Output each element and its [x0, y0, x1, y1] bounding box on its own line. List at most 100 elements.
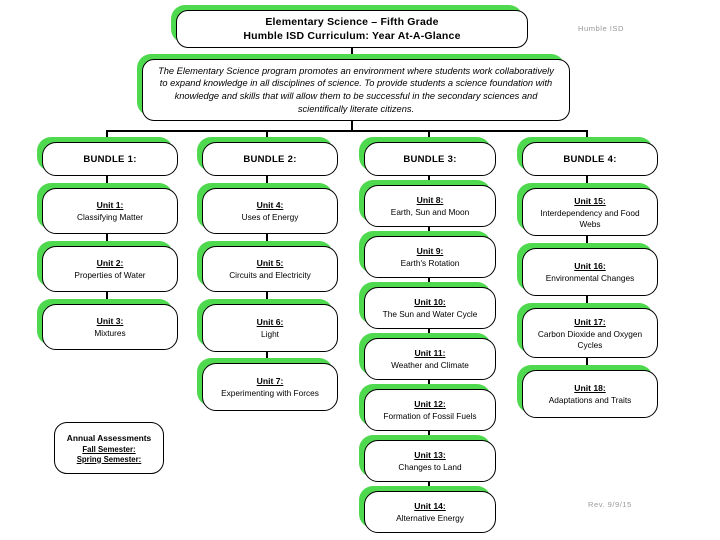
unit-2-face: Unit 2: Properties of Water [42, 246, 178, 292]
unit-4-title: Uses of Energy [241, 212, 299, 222]
bundle-header-2[interactable]: BUNDLE 2: [197, 137, 338, 176]
unit-16-face: Unit 16: Environmental Changes [522, 248, 658, 296]
unit-17-face: Unit 17: Carbon Dioxide and Oxygen Cycle… [522, 308, 658, 358]
annual-assessments-title: Annual Assessments [66, 432, 152, 443]
unit-6-number: Unit 6: [256, 317, 284, 327]
unit-box-9[interactable]: Unit 9: Earth's Rotation [359, 231, 496, 278]
unit-box-11[interactable]: Unit 11: Weather and Climate [359, 333, 496, 380]
unit-10-number: Unit 10: [414, 297, 446, 307]
unit-16-number: Unit 16: [574, 261, 606, 271]
bundle-header-1[interactable]: BUNDLE 1: [37, 137, 178, 176]
unit-10-title: The Sun and Water Cycle [382, 309, 478, 319]
unit-box-4[interactable]: Unit 4: Uses of Energy [197, 183, 338, 234]
connector-unit4-unit5 [266, 234, 268, 246]
program-description-text: The Elementary Science program promotes … [158, 65, 554, 114]
connector-branch-to-bundle-2 [266, 130, 268, 142]
unit-14-face: Unit 14: Alternative Energy [364, 491, 496, 533]
connector-branch-to-bundle-3 [428, 130, 430, 142]
unit-box-13[interactable]: Unit 13: Changes to Land [359, 435, 496, 482]
unit-3-face: Unit 3: Mixtures [42, 304, 178, 350]
page-title-line-1: Elementary Science – Fifth Grade [265, 16, 439, 28]
bundle-1-label: BUNDLE 1: [83, 153, 137, 165]
unit-box-7[interactable]: Unit 7: Experimenting with Forces [197, 358, 338, 411]
title-box-face: Elementary Science – Fifth Grade Humble … [176, 10, 528, 48]
unit-6-title: Light [261, 329, 279, 339]
bundle-2-face: BUNDLE 2: [202, 142, 338, 176]
page-title-line-2: Humble ISD Curriculum: Year At-A-Glance [243, 30, 461, 42]
connector-unit5-unit6 [266, 292, 268, 304]
branch-horizontal-bar [106, 130, 587, 132]
unit-15-number: Unit 15: [574, 195, 606, 206]
unit-7-title: Experimenting with Forces [221, 388, 319, 398]
unit-box-17[interactable]: Unit 17: Carbon Dioxide and Oxygen Cycle… [517, 303, 658, 358]
unit-4-face: Unit 4: Uses of Energy [202, 188, 338, 234]
unit-17-number: Unit 17: [574, 316, 606, 327]
unit-box-12[interactable]: Unit 12: Formation of Fossil Fuels [359, 384, 496, 431]
unit-13-title: Changes to Land [398, 462, 462, 472]
unit-1-number: Unit 1: [96, 200, 124, 210]
unit-2-number: Unit 2: [96, 258, 124, 268]
unit-8-face: Unit 8: Earth, Sun and Moon [364, 185, 496, 227]
unit-17-title: Carbon Dioxide and Oxygen Cycles [537, 328, 643, 350]
unit-14-title: Alternative Energy [396, 513, 464, 523]
unit-5-face: Unit 5: Circuits and Electricity [202, 246, 338, 292]
unit-box-5[interactable]: Unit 5: Circuits and Electricity [197, 241, 338, 292]
connector-unit17-unit18 [586, 358, 588, 370]
unit-box-3[interactable]: Unit 3: Mixtures [37, 299, 178, 350]
unit-14-number: Unit 14: [414, 501, 446, 511]
bundle-header-3[interactable]: BUNDLE 3: [359, 137, 496, 176]
unit-18-face: Unit 18: Adaptations and Traits [522, 370, 658, 418]
unit-18-title: Adaptations and Traits [548, 395, 632, 405]
unit-15-title: Interdependency and Food Webs [540, 207, 640, 229]
connector-unit6-unit7 [266, 352, 268, 363]
fall-semester-label: Fall Semester: [82, 444, 136, 454]
program-description-box: The Elementary Science program promotes … [137, 54, 570, 121]
unit-1-title: Classifying Matter [77, 212, 143, 222]
connector-unit2-unit3 [106, 292, 108, 304]
footer-revision-note: Rev. 9/9/15 [588, 500, 632, 509]
annual-assessments-face: Annual Assessments Fall Semester: Spring… [54, 422, 164, 474]
unit-13-number: Unit 13: [414, 450, 446, 460]
unit-12-number: Unit 12: [414, 399, 446, 409]
bundle-4-label: BUNDLE 4: [563, 153, 617, 165]
annual-assessments-box[interactable]: Annual Assessments Fall Semester: Spring… [54, 422, 164, 474]
connector-bundle4-unit15 [586, 176, 588, 188]
unit-box-15[interactable]: Unit 15: Interdependency and Food Webs [517, 183, 658, 236]
unit-8-number: Unit 8: [416, 195, 444, 205]
unit-4-number: Unit 4: [256, 200, 284, 210]
unit-box-18[interactable]: Unit 18: Adaptations and Traits [517, 365, 658, 418]
unit-box-2[interactable]: Unit 2: Properties of Water [37, 241, 178, 292]
unit-10-face: Unit 10: The Sun and Water Cycle [364, 287, 496, 329]
connector-description-to-branch [351, 121, 353, 131]
bundle-header-4[interactable]: BUNDLE 4: [517, 137, 658, 176]
connector-unit16-unit17 [586, 296, 588, 308]
unit-1-face: Unit 1: Classifying Matter [42, 188, 178, 234]
unit-3-title: Mixtures [94, 328, 126, 338]
unit-16-title: Environmental Changes [545, 273, 635, 283]
connector-bundle1-unit1 [106, 176, 108, 188]
unit-box-14[interactable]: Unit 14: Alternative Energy [359, 486, 496, 533]
unit-5-number: Unit 5: [256, 258, 284, 268]
bundle-4-face: BUNDLE 4: [522, 142, 658, 176]
unit-15-face: Unit 15: Interdependency and Food Webs [522, 188, 658, 236]
unit-5-title: Circuits and Electricity [229, 270, 311, 280]
unit-6-face: Unit 6: Light [202, 304, 338, 352]
unit-box-1[interactable]: Unit 1: Classifying Matter [37, 183, 178, 234]
connector-bundle2-unit4 [266, 176, 268, 188]
unit-box-6[interactable]: Unit 6: Light [197, 299, 338, 352]
connector-unit1-unit2 [106, 234, 108, 246]
connector-title-to-description [351, 48, 353, 59]
unit-box-8[interactable]: Unit 8: Earth, Sun and Moon [359, 180, 496, 227]
spring-semester-label: Spring Semester: [76, 454, 142, 464]
unit-11-number: Unit 11: [414, 348, 446, 358]
unit-box-10[interactable]: Unit 10: The Sun and Water Cycle [359, 282, 496, 329]
unit-9-number: Unit 9: [416, 246, 444, 256]
unit-13-face: Unit 13: Changes to Land [364, 440, 496, 482]
unit-12-face: Unit 12: Formation of Fossil Fuels [364, 389, 496, 431]
header-district-note: Humble ISD [578, 24, 624, 33]
bundle-3-face: BUNDLE 3: [364, 142, 496, 176]
connector-branch-to-bundle-4 [586, 130, 588, 142]
unit-box-16[interactable]: Unit 16: Environmental Changes [517, 243, 658, 296]
unit-11-title: Weather and Climate [391, 360, 469, 370]
